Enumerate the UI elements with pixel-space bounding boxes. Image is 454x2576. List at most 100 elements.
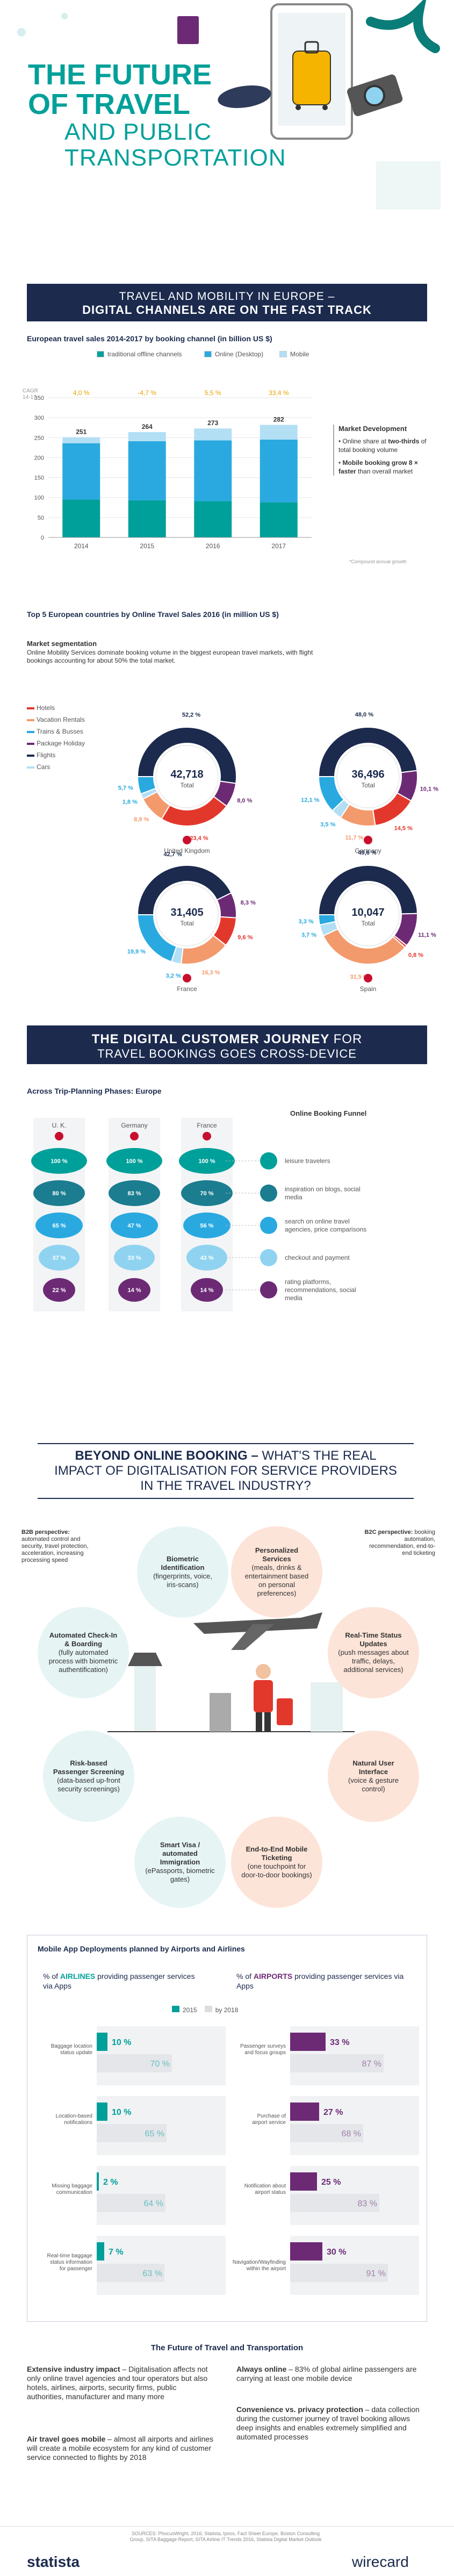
pie-total: 42,718 bbox=[170, 769, 203, 780]
section2-band: THE DIGITAL CUSTOMER JOURNEY FOR TRAVEL … bbox=[27, 1025, 427, 1064]
bar-2015 bbox=[97, 2172, 99, 2191]
value-2015: 10 % bbox=[112, 2038, 131, 2047]
bubble-visa-text: (ePassports, biometric gates) bbox=[145, 1867, 215, 1883]
airport-label: Purchase of bbox=[257, 2113, 286, 2119]
hero-illustration bbox=[17, 0, 441, 210]
pie-slice bbox=[136, 865, 232, 915]
pie-total: 10,047 bbox=[351, 907, 384, 919]
x-tick-label: 2016 bbox=[206, 542, 220, 550]
statista-logo[interactable]: statista bbox=[27, 2553, 80, 2570]
bubble-nui-title: Natural User Interface bbox=[352, 1759, 394, 1776]
y-tick-label: 250 bbox=[34, 435, 44, 441]
pie-legend-package: Package Holiday bbox=[27, 740, 86, 747]
pie-legend-vacation: Vacation Rentals bbox=[27, 716, 86, 723]
future-p3: Always online – 83% of global airline pa… bbox=[236, 2365, 427, 2383]
app-legend: 2015 by 2018 bbox=[172, 2006, 238, 2014]
value-2015: 30 % bbox=[327, 2248, 346, 2257]
ap-b: AIRPORTS bbox=[253, 1972, 293, 1981]
airline-label: Missing baggage bbox=[52, 2183, 92, 2189]
pie-slice bbox=[136, 914, 177, 963]
airline-label: Location-based bbox=[56, 2113, 92, 2119]
hero-title-line2: OF TRAVEL bbox=[28, 88, 190, 120]
pie-slice-label: 23,4 % bbox=[190, 835, 208, 842]
legend-offline-label: traditional offline channels bbox=[107, 350, 182, 358]
bar-2015 bbox=[290, 2033, 326, 2051]
bar-2018 bbox=[290, 2194, 379, 2212]
future-title: The Future of Travel and Transportation bbox=[150, 2343, 304, 2352]
md1b: two-thirds bbox=[388, 437, 420, 445]
flag-icon bbox=[130, 1132, 139, 1140]
pie-slice-label: 19,9 % bbox=[127, 949, 146, 955]
pie-total-label: Total bbox=[361, 920, 374, 927]
funnel-item-label: agencies, price comparisons bbox=[285, 1226, 366, 1233]
bar-segment bbox=[260, 502, 298, 537]
bar-segment bbox=[260, 440, 298, 503]
future-p4-bold: Convenience vs. privacy protection bbox=[236, 2405, 363, 2414]
airport-label: airport service bbox=[252, 2120, 286, 2126]
legend-mobile: Mobile bbox=[279, 350, 309, 358]
y-tick-label: 350 bbox=[34, 395, 44, 401]
funnel-bubble bbox=[106, 1148, 162, 1174]
y-tick-label: 0 bbox=[41, 535, 44, 541]
wirecard-logo[interactable]: wirecard bbox=[352, 2553, 409, 2570]
value-2015: 33 % bbox=[330, 2038, 349, 2047]
value-2015: 27 % bbox=[323, 2108, 343, 2117]
hero-title-line1: THE FUTURE bbox=[28, 59, 212, 91]
funnel-item-label: rating platforms, bbox=[285, 1278, 331, 1286]
funnel-item-label: media bbox=[285, 1194, 302, 1201]
bubble-visa: Smart Visa / automated Immigration(ePass… bbox=[134, 1817, 226, 1908]
value-2015: 2 % bbox=[103, 2178, 118, 2187]
cagr-label: CAGR bbox=[23, 388, 38, 394]
pie-slice-label: 8,9 % bbox=[134, 816, 149, 823]
section2-band-line1a: THE DIGITAL CUSTOMER JOURNEY bbox=[91, 1032, 334, 1046]
segmentation-text: Online Mobility Services dominate bookin… bbox=[27, 649, 313, 664]
value-2018: 83 % bbox=[358, 2199, 377, 2208]
future-p1-bold: Extensive industry impact bbox=[27, 2365, 120, 2373]
value-2018: 63 % bbox=[143, 2269, 162, 2278]
md1a: Online share at bbox=[342, 437, 388, 445]
pie-slice-label: 9,6 % bbox=[237, 934, 253, 941]
ap-c: providing passenger services via Apps bbox=[236, 1972, 404, 1990]
funnel-step-icon bbox=[260, 1217, 277, 1234]
section2-band-line1b: FOR bbox=[333, 1032, 363, 1046]
country-label: France bbox=[197, 1122, 217, 1129]
airport-label: Passenger surveys bbox=[240, 2043, 286, 2049]
funnel-value: 22 % bbox=[52, 1287, 66, 1294]
section3-heading-line1: BEYOND ONLINE BOOKING – WHAT'S THE REAL bbox=[38, 1448, 414, 1463]
funnel-item-label: media bbox=[285, 1294, 302, 1302]
section3-heading: BEYOND ONLINE BOOKING – WHAT'S THE REAL … bbox=[38, 1443, 414, 1499]
bar-2015 bbox=[97, 2103, 107, 2121]
bubble-checkin-title: Automated Check-In & Boarding bbox=[49, 1631, 118, 1648]
legend-mobile-label: Mobile bbox=[290, 350, 309, 358]
bubble-nui-text: (voice & gesture control) bbox=[348, 1776, 399, 1793]
bubble-risk-text: (data-based up-front security screenings… bbox=[57, 1776, 120, 1793]
b2c-text: booking automation, recommendation, end-… bbox=[369, 1529, 435, 1556]
pie-legend-trains-label: Trains & Busses bbox=[37, 728, 83, 735]
bubble-ticketing: End-to-End Mobile Ticketing(one touchpoi… bbox=[231, 1817, 322, 1908]
pie-slice-label: 3,2 % bbox=[166, 973, 181, 979]
bar-segment bbox=[194, 501, 232, 537]
bubble-realtime: Real-Time Status Updates(push messages a… bbox=[328, 1607, 419, 1698]
sales-chart-title: European travel sales 2014-2017 by booki… bbox=[27, 334, 272, 343]
bubble-biometric: Biometric Identification(fingerprints, v… bbox=[137, 1526, 228, 1618]
pie-slice-label: 49,6 % bbox=[358, 850, 376, 856]
value-2018: 91 % bbox=[366, 2269, 386, 2278]
funnel-bubble bbox=[43, 1278, 75, 1302]
pie-slice-label: 14,5 % bbox=[394, 826, 413, 832]
pie-slice-label: 11,7 % bbox=[345, 835, 364, 841]
airline-label: notifications bbox=[64, 2120, 92, 2126]
bar-2018 bbox=[290, 2124, 363, 2142]
pie-slice-label: 3,3 % bbox=[299, 919, 314, 925]
funnel-value: 100 % bbox=[51, 1158, 67, 1165]
pie-center bbox=[336, 883, 400, 946]
md2a: Mobile booking grow 8 × faster bbox=[338, 459, 418, 475]
future-p3-bold: Always online bbox=[236, 2365, 287, 2373]
funnel-value: 83 % bbox=[127, 1190, 141, 1197]
pie-legend-trains: Trains & Busses bbox=[27, 728, 86, 735]
funnel-value: 14 % bbox=[200, 1287, 213, 1294]
market-dev-point1: • Online share at two-thirds of total bo… bbox=[338, 437, 427, 454]
bar-2015 bbox=[97, 2242, 104, 2261]
b2c-bold: B2C perspective: bbox=[364, 1529, 413, 1535]
